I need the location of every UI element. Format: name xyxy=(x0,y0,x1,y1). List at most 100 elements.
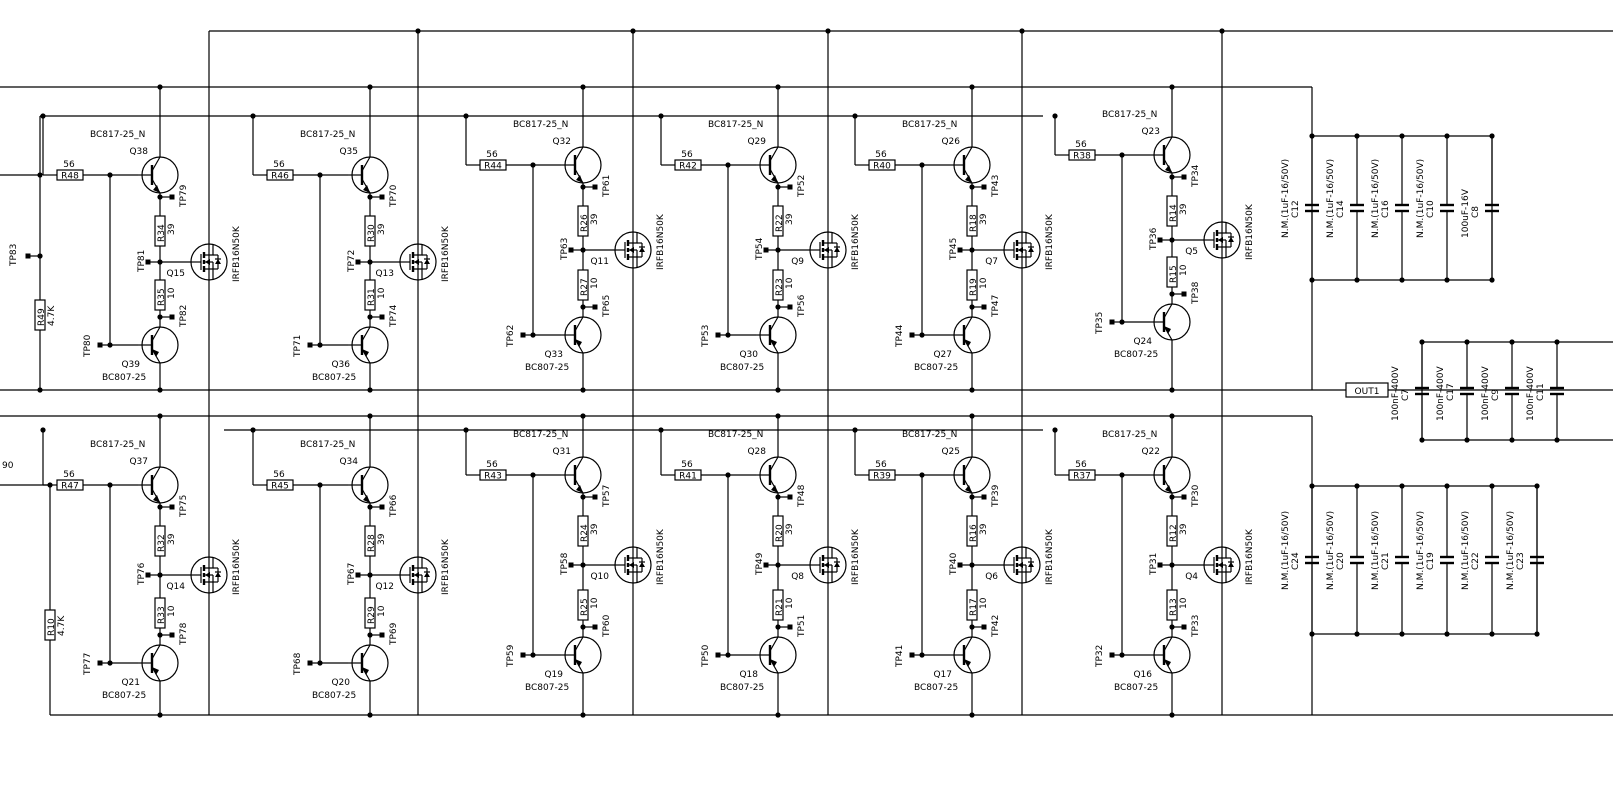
test-point: TP50 xyxy=(701,644,721,668)
mosfet-icon xyxy=(1003,231,1041,269)
resistor-value: 39 xyxy=(167,223,177,235)
transistor-type: BC817-25_N xyxy=(300,130,355,140)
capacitor-value: N.M.(1uF-16/50V) xyxy=(1461,511,1471,590)
resistor-value: 10 xyxy=(590,277,600,289)
test-point: TP51 xyxy=(787,615,807,638)
pnp-transistor-icon xyxy=(950,316,991,354)
test-point-label: 90 xyxy=(2,461,14,471)
capacitor-icon xyxy=(1440,136,1454,280)
resistor-ref: R17 xyxy=(969,598,979,616)
junction-dot xyxy=(367,712,373,718)
transistor-type: BC807-25 xyxy=(1114,350,1158,360)
junction-dot xyxy=(367,413,373,419)
resistor-value: 39 xyxy=(1179,203,1189,215)
junction-dot xyxy=(969,387,975,393)
resistor-ref: R29 xyxy=(367,606,377,624)
capacitor-icon xyxy=(1305,136,1319,280)
test-point: TP62 xyxy=(506,325,526,348)
resistor-value: 10 xyxy=(785,277,795,289)
test-point: TP63 xyxy=(560,238,574,261)
test-point: TP44 xyxy=(895,324,915,348)
transistor-ref: Q20 xyxy=(331,678,350,688)
resistor-value: 39 xyxy=(785,213,795,225)
junction-dot xyxy=(157,413,163,419)
transistor-ref: Q33 xyxy=(544,350,563,360)
resistor-value: 10 xyxy=(377,605,387,617)
resistor-ref: R21 xyxy=(775,598,785,616)
transistor-ref: Q35 xyxy=(339,147,358,157)
resistor-ref: R39 xyxy=(873,472,891,482)
junction-dot xyxy=(580,84,586,90)
resistor-value: 56 xyxy=(875,460,887,470)
mosfet-ref: Q7 xyxy=(985,257,998,267)
junction-dot xyxy=(463,427,469,433)
test-point-label: TP61 xyxy=(602,175,612,198)
test-point: TP60 xyxy=(592,614,612,638)
npn-transistor-icon xyxy=(950,456,991,494)
test-point: TP59 xyxy=(506,644,526,668)
resistor-ref: R47 xyxy=(61,482,79,492)
junction-dot xyxy=(580,712,586,718)
mosfet-ref: Q4 xyxy=(1185,572,1198,582)
junction-dot xyxy=(1169,84,1175,90)
test-point: TP48 xyxy=(787,484,807,508)
test-point-label: TP41 xyxy=(895,645,905,668)
test-point-label: TP77 xyxy=(83,653,93,676)
test-point-label: TP57 xyxy=(602,485,612,508)
test-point: TP78 xyxy=(169,622,189,646)
resistor-value: 10 xyxy=(167,287,177,299)
test-point: TP74 xyxy=(379,304,399,328)
transistor-ref: Q23 xyxy=(1141,127,1160,137)
capacitor-icon xyxy=(1550,342,1564,440)
test-point: TP58 xyxy=(560,552,574,576)
cap-bank-bot: C24N.M.(1uF-16/50V)C20N.M.(1uF-16/50V)C2… xyxy=(1281,483,1544,637)
mosfet-type: IRFB16N50K xyxy=(1045,528,1055,585)
capacitor-ref: C12 xyxy=(1291,200,1301,218)
test-point-label: TP66 xyxy=(389,494,399,518)
mosfet-type: IRFB16N50K xyxy=(441,225,451,282)
resistor-ref: R46 xyxy=(271,172,289,182)
resistor-ref: R12 xyxy=(1169,524,1179,542)
junction-dot xyxy=(157,84,163,90)
capacitor-icon xyxy=(1350,486,1364,634)
test-point: TP71 xyxy=(293,335,313,358)
resistor-value: 10 xyxy=(377,287,387,299)
junction-dot xyxy=(1169,712,1175,718)
capacitor-value: N.M.(1uF-16/50V) xyxy=(1281,159,1291,238)
capacitor-icon xyxy=(1460,342,1474,440)
test-point-label: TP42 xyxy=(991,615,1001,638)
junction-dot xyxy=(1052,427,1058,433)
test-point-label: TP43 xyxy=(991,175,1001,198)
test-point: TP79 xyxy=(169,184,189,208)
test-point: TP41 xyxy=(895,645,915,668)
test-point-label: TP44 xyxy=(895,324,905,348)
transistor-type: BC817-25_N xyxy=(708,430,763,440)
junction-dot xyxy=(40,113,46,119)
resistor-ref: R49 xyxy=(37,308,47,326)
mosfet-type: IRFB16N50K xyxy=(1245,528,1255,585)
junction-dot xyxy=(775,387,781,393)
test-point-label: TP67 xyxy=(347,563,357,586)
capacitor-ref: C16 xyxy=(1381,200,1391,218)
resistor-value: 39 xyxy=(979,213,989,225)
resistor-value: 10 xyxy=(785,597,795,609)
junction-dot xyxy=(1169,387,1175,393)
resistor-ref: R40 xyxy=(873,162,891,172)
capacitor-ref: C21 xyxy=(1381,552,1391,570)
resistor-ref: R45 xyxy=(271,482,289,492)
resistor-ref: R44 xyxy=(484,162,502,172)
mosfet-icon xyxy=(614,231,652,269)
